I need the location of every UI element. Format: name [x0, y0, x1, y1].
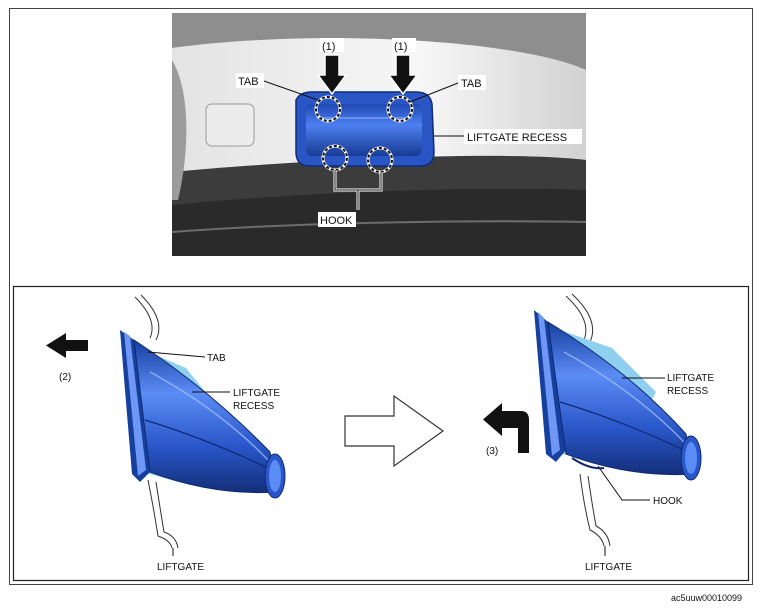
push-arrow-right-icon — [387, 54, 419, 96]
tab-marker-right — [386, 95, 414, 123]
sequence-arrow-icon — [344, 394, 445, 468]
recess-label-left-1: LIFTGATE — [233, 388, 280, 399]
tab-label-right: TAB — [461, 78, 482, 90]
recess-label-top: LIFTGATE RECESS — [467, 132, 567, 144]
push-arrow-left-icon — [316, 54, 348, 96]
hook-label-bottom: HOOK — [653, 496, 683, 507]
pull-left-arrow-icon — [46, 333, 88, 358]
tab-label-bottom: TAB — [207, 353, 226, 364]
tab-label-left: TAB — [238, 76, 259, 88]
outer-frame — [9, 8, 753, 585]
liftgate-label-right: LIFTGATE — [585, 562, 632, 573]
left-section-view — [120, 294, 286, 549]
recess-label-right-2: RECESS — [667, 386, 708, 397]
recess-label-left-2: RECESS — [233, 401, 274, 412]
step3-label: (3) — [486, 446, 498, 457]
liftgate-label-left: LIFTGATE — [157, 562, 204, 573]
lift-up-arrow-icon — [483, 403, 529, 453]
recess-label-right-1: LIFTGATE — [667, 373, 714, 384]
step1-label-right: (1) — [394, 41, 407, 53]
bottom-panel-frame — [12, 285, 750, 582]
tab-marker-left — [314, 95, 342, 123]
step2-label: (2) — [59, 372, 71, 383]
right-section-view — [534, 293, 702, 547]
figure-id: ac5uuw00010099 — [671, 593, 742, 603]
hook-label-top: HOOK — [320, 215, 353, 227]
step1-label-left: (1) — [322, 41, 335, 53]
